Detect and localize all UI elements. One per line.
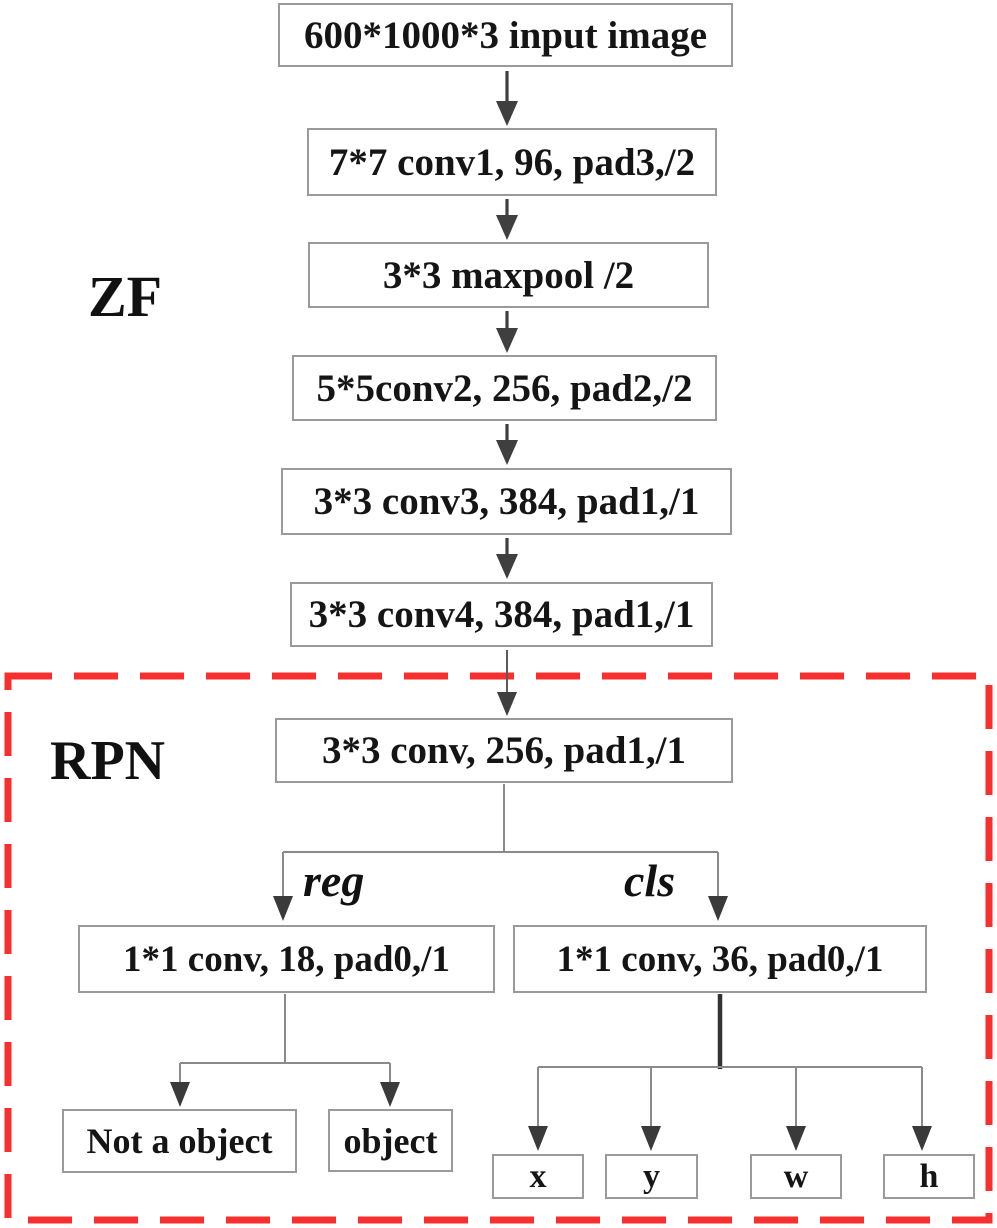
- down-arrowhead-icon: [496, 554, 518, 579]
- node-input-image: 600*1000*3 input image: [278, 3, 733, 67]
- rpn-section-label: RPN: [50, 730, 166, 792]
- node-reg-conv: 1*1 conv, 18, pad0,/1: [78, 925, 495, 993]
- node-maxpool: 3*3 maxpool /2: [308, 242, 709, 308]
- node-conv3: 3*3 conv3, 384, pad1,/1: [281, 468, 732, 535]
- node-output-x: x: [492, 1154, 584, 1199]
- node-output-w: w: [750, 1154, 842, 1199]
- cls-output-connectors: [537, 1066, 923, 1128]
- cls-output-arrowheads: [528, 1126, 932, 1151]
- rpn-dashed-border-rect: [4, 672, 993, 1224]
- down-arrowhead-icon: [273, 896, 293, 921]
- node-output-y: y: [605, 1154, 698, 1199]
- cls-branch-label: cls: [624, 855, 676, 906]
- node-cls-conv: 1*1 conv, 36, pad0,/1: [513, 925, 927, 993]
- rpn-branch-connectors: [282, 784, 719, 898]
- reg-branch-label: reg: [303, 855, 365, 906]
- down-arrowhead-icon: [528, 1126, 548, 1151]
- down-arrowhead-icon: [497, 692, 517, 716]
- reg-output-arrowheads: [170, 1082, 400, 1107]
- down-arrowhead-icon: [786, 1126, 806, 1151]
- node-conv2: 5*5conv2, 256, pad2,/2: [292, 355, 717, 421]
- zf-flow-arrows: [496, 71, 518, 579]
- node-conv4: 3*3 conv4, 384, pad1,/1: [290, 582, 713, 647]
- zf-to-rpn-arrow: [497, 650, 517, 716]
- down-arrowhead-icon: [496, 215, 518, 240]
- rpn-branch-arrowheads: [273, 896, 728, 921]
- node-output-h: h: [883, 1154, 975, 1199]
- node-rpn-shared-conv: 3*3 conv, 256, pad1,/1: [275, 718, 733, 783]
- down-arrowhead-icon: [496, 328, 518, 353]
- down-arrowhead-icon: [708, 896, 728, 921]
- down-arrowhead-icon: [380, 1082, 400, 1107]
- node-not-a-object: Not a object: [62, 1109, 297, 1173]
- down-arrowhead-icon: [641, 1126, 661, 1151]
- reg-output-connectors: [179, 994, 391, 1084]
- down-arrowhead-icon: [912, 1126, 932, 1151]
- down-arrowhead-icon: [496, 101, 518, 126]
- node-object: object: [328, 1109, 453, 1172]
- zf-section-label: ZF: [88, 264, 163, 329]
- down-arrowhead-icon: [496, 440, 518, 465]
- down-arrowhead-icon: [170, 1082, 190, 1107]
- node-conv1: 7*7 conv1, 96, pad3,/2: [307, 128, 717, 196]
